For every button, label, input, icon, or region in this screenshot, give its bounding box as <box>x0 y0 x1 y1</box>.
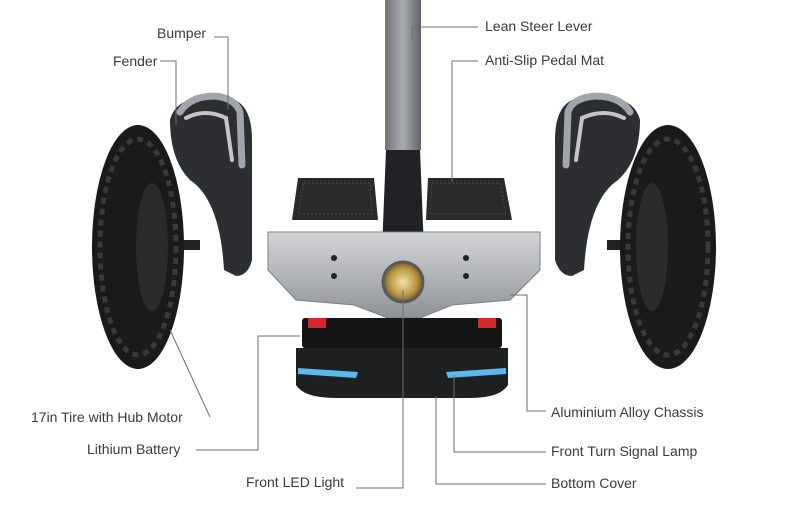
right-bumper <box>562 92 634 169</box>
left-hub-motor <box>136 183 168 311</box>
left-turn-signal <box>298 368 358 378</box>
battery-and-cover <box>296 318 508 398</box>
right-turn-signal <box>446 368 506 378</box>
label-bottom-cover: Bottom Cover <box>551 475 637 491</box>
right-fender <box>555 98 640 276</box>
left-bumper <box>176 92 246 169</box>
right-fender-assembly <box>555 92 640 276</box>
label-fender: Fender <box>113 53 158 69</box>
lithium-battery <box>302 318 502 348</box>
left-axle <box>170 240 200 250</box>
right-pedal-mat <box>426 178 512 220</box>
left-brake-light <box>308 318 326 328</box>
label-anti-slip-pedal-mat: Anti-Slip Pedal Mat <box>485 52 605 68</box>
aluminium-chassis <box>267 231 541 319</box>
left-wheel <box>92 125 200 369</box>
leader-lines <box>160 26 546 489</box>
label-front-turn-signal-lamp: Front Turn Signal Lamp <box>551 443 698 459</box>
label-bumper: Bumper <box>157 25 207 41</box>
left-fender-assembly <box>170 92 252 276</box>
label-front-led-light: Front LED Light <box>246 474 345 490</box>
left-pedal-mat <box>292 178 378 220</box>
bottom-cover <box>296 348 508 398</box>
pedal-mats <box>292 178 512 220</box>
left-tire-tread <box>97 136 179 358</box>
label-aluminium-alloy-chassis: Aluminium Alloy Chassis <box>551 404 704 420</box>
lean-steer-lever <box>382 0 424 256</box>
label-lean-steer-lever: Lean Steer Lever <box>485 18 593 34</box>
label-lithium-battery: Lithium Battery <box>87 441 181 457</box>
right-wheel <box>607 125 716 369</box>
right-brake-light <box>478 318 496 328</box>
right-hub-motor <box>636 183 668 311</box>
lever-base <box>382 150 424 256</box>
right-tire-tread <box>625 136 711 358</box>
label-tire-hub-motor: 17in Tire with Hub Motor <box>31 409 183 425</box>
